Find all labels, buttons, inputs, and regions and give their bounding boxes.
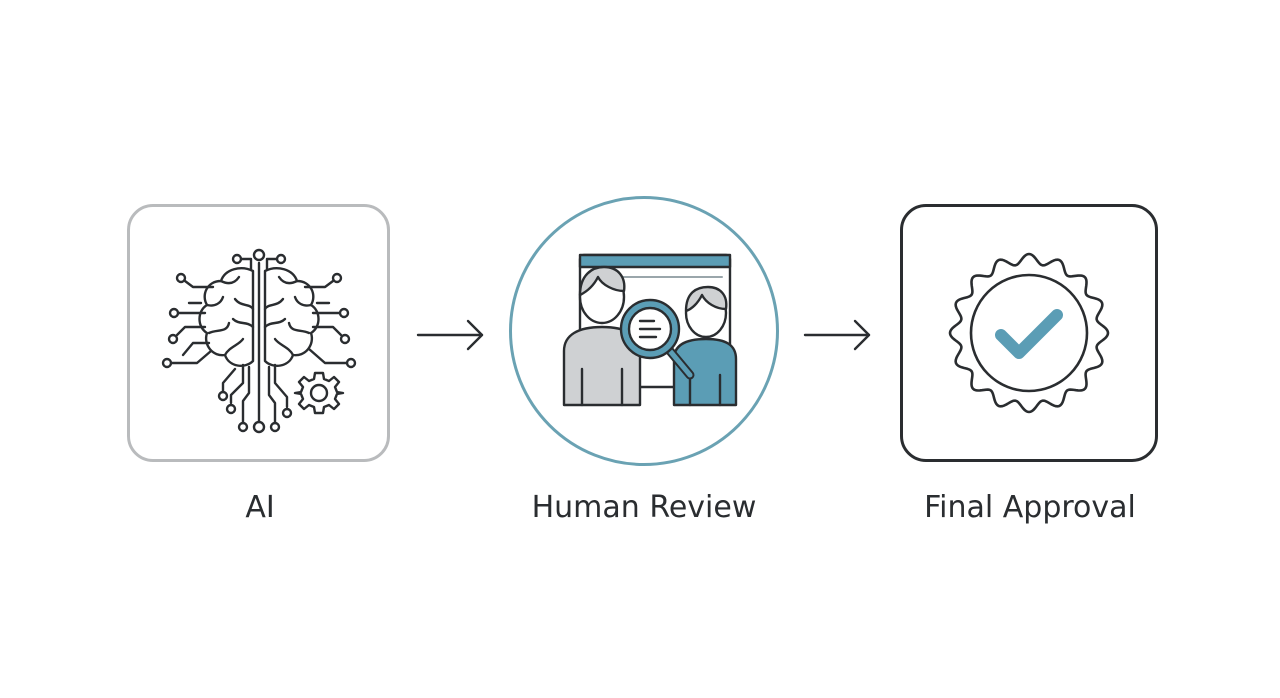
brain-circuit-gear-icon bbox=[161, 248, 356, 434]
reviewers-magnifier-icon bbox=[562, 253, 738, 407]
arrow-right-icon bbox=[416, 319, 484, 351]
step-label-human-review: Human Review bbox=[531, 490, 757, 525]
final-approval-node bbox=[900, 204, 1158, 462]
human-review-node bbox=[509, 196, 779, 466]
step-label-final-approval: Final Approval bbox=[924, 490, 1136, 525]
arrow-right-icon bbox=[803, 319, 871, 351]
approval-badge-check-icon bbox=[948, 252, 1110, 414]
ai-node bbox=[127, 204, 390, 462]
step-label-ai: AI bbox=[245, 490, 275, 525]
